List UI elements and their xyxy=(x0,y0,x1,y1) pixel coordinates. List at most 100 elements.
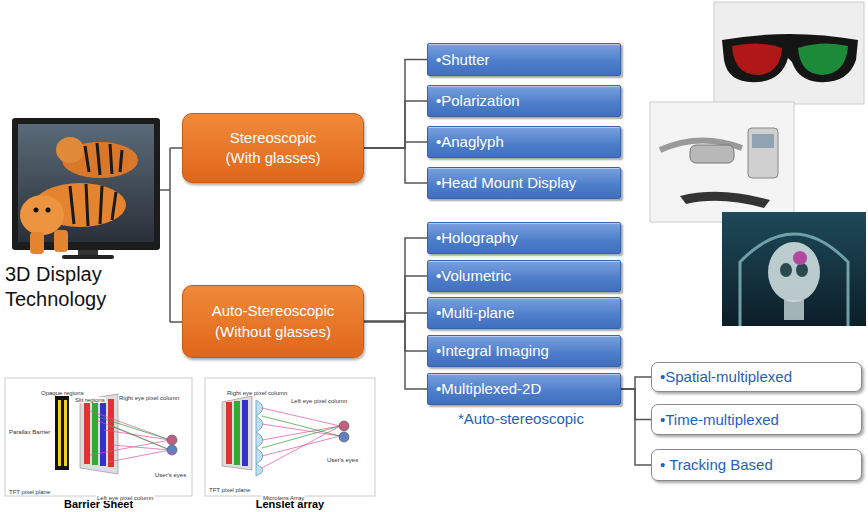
box-text: •Anaglyph xyxy=(436,133,504,151)
barrier-sheet-illustration-part xyxy=(88,410,170,462)
part-label-holder: Microlens Array xyxy=(262,486,305,504)
head-mount-display-photo-part xyxy=(752,134,774,148)
lenslet-array-illustration-part xyxy=(226,402,232,464)
part-label-holder: Slit regions xyxy=(74,388,106,406)
part-label: Left eye pixel column xyxy=(96,495,154,501)
monitor-picture-part xyxy=(18,124,154,242)
tree-bracket xyxy=(160,148,182,322)
part-label: TFT pixel plane xyxy=(8,489,51,495)
part-label-holder: User's eyes xyxy=(154,463,187,481)
method-box: •Integral Imaging xyxy=(427,335,621,367)
anaglyph-glasses-photo xyxy=(714,2,864,104)
box-text: •Polarization xyxy=(436,92,520,110)
holography-photo-part xyxy=(780,263,792,277)
monitor-picture-part xyxy=(12,118,160,250)
tree-connector xyxy=(621,389,651,465)
barrier-sheet-illustration-part xyxy=(167,445,177,455)
barrier-sheet-illustration-part xyxy=(58,400,61,466)
method-box: •Polarization xyxy=(427,85,621,117)
box-text: •Shutter xyxy=(436,51,490,69)
anaglyph-glasses-photo-part xyxy=(798,43,848,75)
part-label: Microlens Array xyxy=(262,495,305,501)
box-text: •Spatial-multiplexed xyxy=(660,368,792,386)
barrier-sheet-illustration-part xyxy=(92,401,98,465)
part-label-holder: Left eye pixel column xyxy=(290,389,348,407)
lenslet-array-illustration-part xyxy=(339,421,349,431)
part-label: Right eye pixel column xyxy=(226,390,288,396)
tree-connector xyxy=(364,142,427,148)
holography-photo-part xyxy=(768,242,820,302)
lenslet-array-illustration-part xyxy=(234,401,240,465)
part-label: Parallax Barrier xyxy=(8,429,51,435)
holography-photo-part xyxy=(796,263,808,277)
tree-connector xyxy=(364,276,427,322)
note-text-holder: *Auto-stereoscopic xyxy=(458,410,584,429)
monitor-picture-part xyxy=(85,143,122,175)
part-label-holder: TFT pixel plane xyxy=(208,478,251,496)
barrier-sheet-illustration-part xyxy=(80,394,118,474)
head-mount-display-photo xyxy=(650,102,794,222)
lenslet-array-illustration-part xyxy=(205,378,375,496)
anaglyph-glasses-photo-part xyxy=(732,43,782,75)
barrier-sheet-illustration-part xyxy=(92,415,170,450)
method-box: •Volumetric xyxy=(427,260,621,292)
head-mount-display-photo-part xyxy=(690,145,734,163)
monitor-picture-part xyxy=(34,208,39,213)
barrier-sheet-illustration-part xyxy=(84,402,90,464)
subtype-box: • Tracking Based xyxy=(651,449,862,481)
box-text: •Multiplexed-2D xyxy=(436,380,541,398)
part-label: Right eye pixel column xyxy=(118,395,180,401)
tree-connector xyxy=(364,313,427,322)
head-mount-display-photo-part xyxy=(680,192,770,208)
lenslet-array-illustration-part xyxy=(262,416,340,448)
subtype-box: •Time-multiplexed xyxy=(651,404,862,435)
tree-connector xyxy=(364,101,427,148)
lenslet-array-illustration xyxy=(205,378,375,496)
method-box: •Multi-plane xyxy=(427,297,621,329)
box-text: •Holography xyxy=(436,229,518,247)
box-text: •Head Mount Display xyxy=(436,174,576,192)
barrier-sheet-illustration-part xyxy=(64,400,67,466)
method-box: •Anaglyph xyxy=(427,126,621,158)
part-label-holder: Right eye pixel column xyxy=(118,386,180,404)
part-label-holder: Parallax Barrier xyxy=(8,420,51,438)
barrier-sheet-illustration-part xyxy=(5,378,192,496)
note-text: *Auto-stereoscopic xyxy=(458,410,584,429)
anaglyph-glasses-photo-part xyxy=(722,34,858,82)
head-mount-display-photo-part xyxy=(748,128,778,178)
holography-photo-part xyxy=(784,300,804,320)
method-box: •Holography xyxy=(427,222,621,254)
holography-photo-part xyxy=(722,212,866,326)
anaglyph-glasses-photo-part xyxy=(714,2,864,104)
part-label: Opaque regions xyxy=(40,390,85,396)
method-box: •Multiplexed-2D xyxy=(427,373,621,405)
part-label: Left eye pixel column xyxy=(290,398,348,404)
barrier-sheet-illustration-part xyxy=(100,400,106,466)
barrier-sheet-illustration-part xyxy=(167,435,177,445)
box-text: •Time-multiplexed xyxy=(660,411,779,429)
part-label-holder: Right eye pixel column xyxy=(226,381,288,399)
category-box: Auto-Stereoscopic (Without glasses) xyxy=(182,285,364,358)
part-label-holder: User's eyes xyxy=(326,448,359,466)
subtype-box: •Spatial-multiplexed xyxy=(651,362,862,392)
holography-photo-part xyxy=(740,234,848,326)
barrier-sheet-illustration-part xyxy=(108,399,114,467)
monitor-picture-part xyxy=(30,232,44,254)
monitor-picture xyxy=(12,118,160,259)
head-mount-display-photo-part xyxy=(650,102,794,222)
lenslet-array-illustration-part xyxy=(222,396,252,470)
part-label-holder: Left eye pixel column xyxy=(96,486,154,504)
tree-connector xyxy=(364,148,427,183)
tree-connector xyxy=(364,322,427,390)
category-box: Stereoscopic (With glasses) xyxy=(182,113,364,183)
barrier-sheet-illustration xyxy=(5,378,192,496)
box-text: • Tracking Based xyxy=(660,456,773,474)
barrier-sheet-illustration-part xyxy=(55,396,69,470)
monitor-picture-part xyxy=(20,195,64,235)
tree-connector xyxy=(621,377,651,389)
tree-connector xyxy=(364,322,427,352)
lenslet-array-illustration-part xyxy=(339,432,349,442)
